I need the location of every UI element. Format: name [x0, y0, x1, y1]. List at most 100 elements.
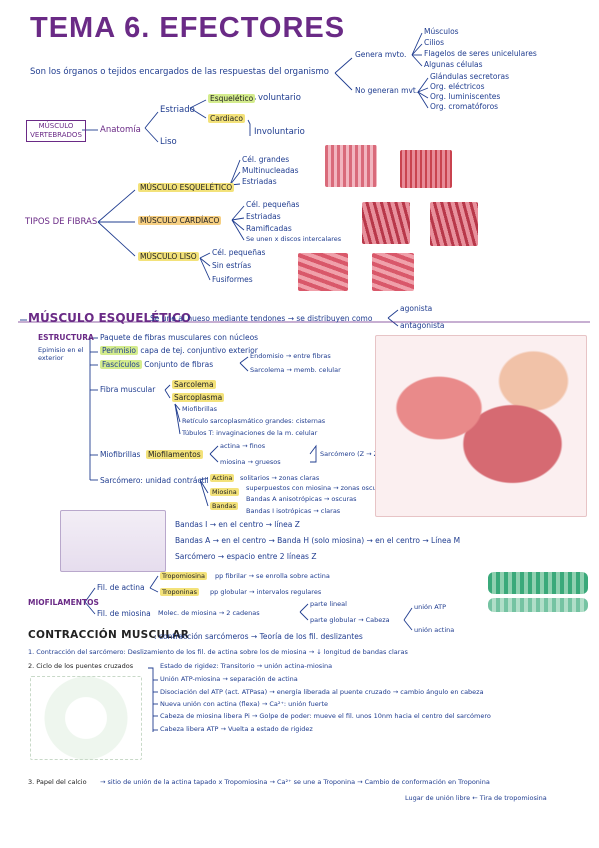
cross-bridge-cycle-diagram	[30, 676, 142, 760]
fiber-item: Túbulos T: invaginaciones de la m. celul…	[182, 429, 318, 437]
fiber-trait: Estriadas	[242, 177, 277, 186]
band-line: Sarcómero → espacio entre 2 líneas Z	[175, 552, 317, 561]
atp-binding: unión ATP	[414, 603, 447, 611]
voluntary-label: voluntario	[258, 93, 301, 103]
contraction-heading: CONTRACCIÓN MUSCULAR	[28, 629, 190, 641]
structure-label: ESTRUCTURA	[38, 333, 94, 342]
skeletal-desc: Se une al hueso mediante tendones → se d…	[150, 314, 373, 323]
myosin-filament-label: Fil. de miosina	[97, 609, 151, 618]
band-i-text: Bandas I isotrópicas → claras	[246, 507, 341, 515]
cardiac-micrograph-image	[362, 202, 410, 244]
muscle-vertebrates-box: MÚSCULO VERTEBRADOS	[26, 120, 86, 142]
calcium-desc: → sitio de unión de la actina tapado x T…	[100, 778, 490, 786]
fascicles-label: Fascículos	[100, 360, 142, 369]
cycle-item: Disociación del ATP (act. ATPasa) → ener…	[160, 688, 484, 696]
sarcomere-diagram-image	[60, 510, 166, 572]
cardiac-micrograph-image-2	[430, 202, 478, 246]
cycle-item: Cabeza de miosina libera Pi → Golpe de p…	[160, 712, 491, 720]
tropomyosin-hl: Tropomiosina	[160, 572, 208, 580]
linear-part: parte lineal	[310, 600, 347, 608]
sarcomere-unit-label: Sarcómero: unidad contráctil	[100, 476, 209, 485]
smooth-micrograph-image	[298, 253, 348, 291]
globular-part: parte globular → Cabeza	[310, 616, 390, 624]
skeletal-label: Esquelético	[208, 94, 256, 103]
fiber-trait: Ramificadas	[246, 224, 292, 233]
genera-item: Flagelos de seres unicelulares	[424, 49, 537, 58]
smooth-micrograph-image-2	[372, 253, 414, 291]
myosin-hl: Miosina	[210, 488, 239, 496]
no-genera-mvto-label: No generan mvt.	[355, 86, 419, 95]
endomysium-text: Endomisio → entre fibras	[250, 352, 331, 360]
page-title: TEMA 6. EFECTORES	[30, 12, 346, 44]
agonist-label: agonista	[400, 304, 433, 313]
actin-desc: solitarios → zonas claras	[240, 474, 320, 482]
band-line: Bandas I → en el centro → línea Z	[175, 520, 300, 529]
anatomy-label: Anatomía	[100, 125, 141, 135]
genera-item: Cilios	[424, 38, 444, 47]
fiber-trait: Multinucleadas	[242, 166, 299, 175]
myofilaments-hl: Miofilamentos	[146, 450, 203, 459]
troponin-hl: Troponinas	[160, 588, 200, 596]
cycle-item: Nueva unión con actina (flexa) → Ca²⁺: u…	[160, 700, 329, 708]
no-genera-item: Org. eléctricos	[430, 82, 485, 91]
thin-filament-illustration	[488, 572, 588, 594]
actin-text: actina → finos	[220, 442, 266, 450]
fiber-type-name: MÚSCULO LISO	[138, 252, 199, 261]
myosin-text: miosina → gruesos	[220, 458, 281, 466]
genera-item: Músculos	[424, 27, 459, 36]
intro-definition: Son los órganos o tejidos encargados de …	[30, 67, 329, 77]
genera-mvto-label: Genera mvto.	[355, 50, 407, 59]
fiber-trait: Sin estrías	[212, 261, 252, 270]
perimysium-label: Perimisio	[100, 346, 139, 355]
skeletal-micrograph-image-2	[400, 150, 452, 188]
fiber-trait: Cél. pequeñas	[212, 248, 266, 257]
bands-hl: Bandas	[210, 502, 239, 510]
fiber-trait: Se unen x discos intercalares	[246, 235, 342, 243]
myofilaments-label: MIOFILAMENTOS	[28, 598, 99, 607]
fiber-bundle-text: Paquete de fibras musculares con núcleos	[100, 333, 259, 342]
no-genera-item: Glándulas secretoras	[430, 72, 510, 81]
perimysium-desc: capa de tej. conjuntivo exterior	[140, 346, 258, 355]
skeletal-micrograph-image	[325, 145, 377, 187]
myosin-filament-illustration	[488, 598, 588, 612]
fiber-trait: Cél. grandes	[242, 155, 290, 164]
skeletal-heading: MÚSCULO ESQUELÉTICO	[28, 311, 191, 325]
genera-item: Algunas células	[424, 60, 483, 69]
fiber-type-name: MÚSCULO CARDÍACO	[138, 216, 222, 225]
smooth-label: Liso	[160, 137, 177, 147]
fiber-type-name: MÚSCULO ESQUELÉTICO	[138, 183, 235, 192]
no-genera-item: Org. cromatóforos	[430, 102, 499, 111]
sarcoplasm-hl: Sarcoplasma	[172, 393, 225, 402]
involuntary-label: Involuntario	[254, 127, 305, 137]
cardiac-label: Cardiaco	[208, 114, 245, 123]
band-a-text: Bandas A anisotrópicas → oscuras	[246, 495, 357, 503]
sarcolemma-hl: Sarcolema	[172, 380, 216, 389]
troponin-desc: pp globular → intervalos regulares	[210, 588, 322, 596]
tropomyosin-desc: pp fibrilar → se enrolla sobre actina	[215, 572, 330, 580]
contraction-desc: : contracción sarcómeros → Teoría de los…	[154, 632, 363, 641]
cycle-item: Estado de rigidez: Transitorio → unión a…	[160, 662, 333, 670]
muscle-fiber-label: Fibra muscular	[100, 385, 156, 394]
antagonist-label: antagonista	[400, 321, 445, 330]
fiber-trait: Fusiformes	[212, 275, 253, 284]
skeletal-anatomy-illustration	[375, 335, 587, 517]
fiber-trait: Cél. pequeñas	[246, 200, 300, 209]
fiber-item: Retículo sarcoplasmático grandes: cister…	[182, 417, 326, 425]
contraction-step-2: 2. Ciclo de los puentes cruzados	[28, 662, 134, 670]
actin-filament-label: Fil. de actina	[97, 583, 145, 592]
myosin-desc: superpuestos con miosina → zonas oscuras	[246, 484, 387, 492]
contraction-step-1: 1. Contracción del sarcómero: Deslizamie…	[28, 648, 408, 656]
band-line: Bandas A → en el centro → Banda H (solo …	[175, 536, 461, 545]
epimysium-label: Epimisio en el exterior	[38, 346, 84, 362]
cycle-item: Unión ATP-miosina → separación de actina	[160, 675, 298, 683]
fiber-trait: Estriadas	[246, 212, 281, 221]
fiber-types-label: TIPOS DE FIBRAS	[25, 217, 98, 227]
myosin-filament-desc: Molec. de miosina → 2 cadenas	[158, 609, 260, 617]
striated-label: Estriado	[160, 105, 195, 115]
no-genera-item: Org. luminiscentes	[430, 92, 501, 101]
fiber-item: Miofibrillas	[182, 405, 218, 413]
contraction-step-3: 3. Papel del calcio	[28, 778, 87, 786]
actin-binding: unión actina	[414, 626, 455, 634]
fascicles-desc: Conjunto de fibras	[144, 360, 214, 369]
